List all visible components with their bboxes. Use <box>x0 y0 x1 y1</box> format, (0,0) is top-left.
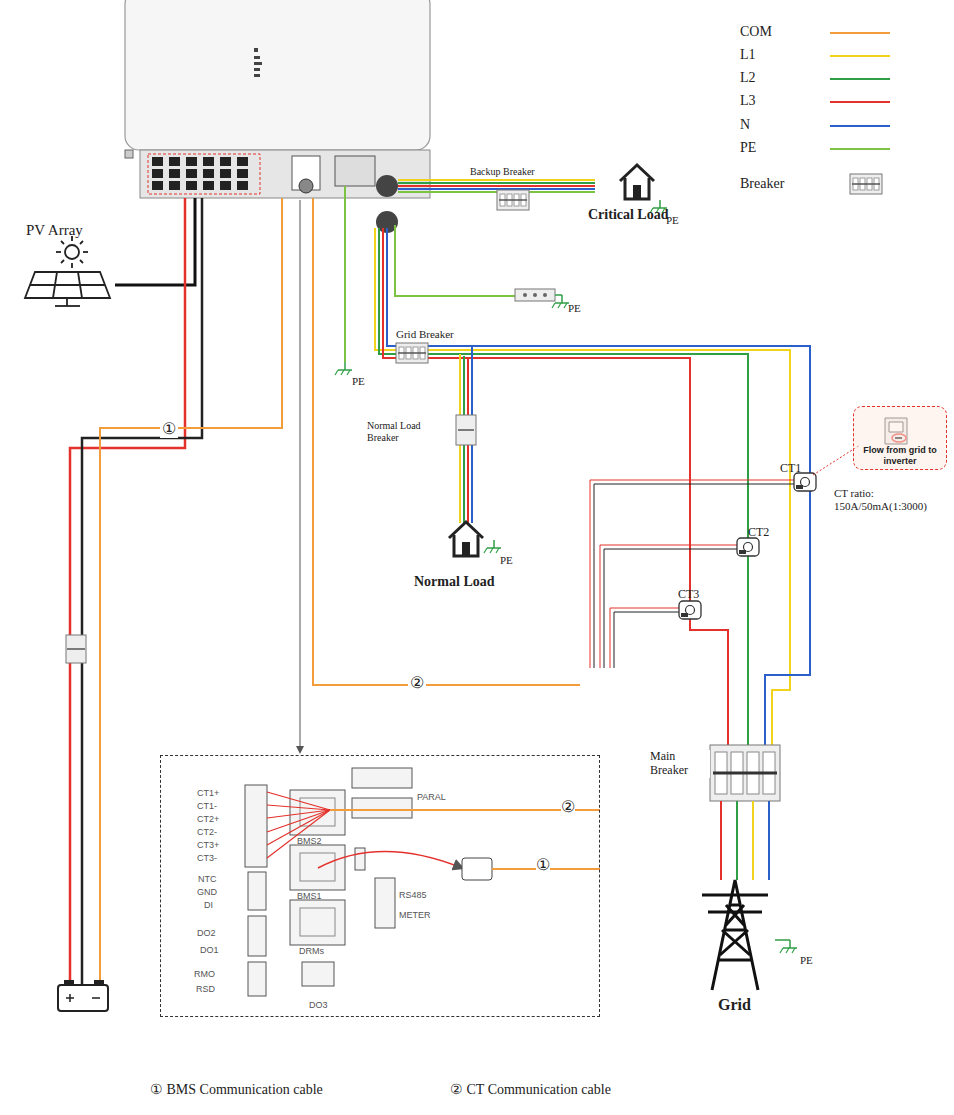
pv-connector <box>203 157 214 166</box>
pv-connector <box>186 181 197 190</box>
pin-name: NTC <box>198 875 217 884</box>
part-label: Normal Load <box>414 574 495 590</box>
part-label: ② CT Communication cable <box>450 1082 611 1098</box>
pin-name: CT2+ <box>197 815 219 824</box>
part-label: PE <box>352 375 365 388</box>
callout-number: ① <box>536 857 550 873</box>
part-label: CT2 <box>748 526 769 540</box>
pin-name: DO1 <box>200 946 219 955</box>
pin-name: DI <box>204 901 213 910</box>
part-label: PE <box>568 302 581 315</box>
legend-swatch <box>830 78 890 80</box>
part-label: Backup Breaker <box>470 166 535 178</box>
pin-name: CT3- <box>197 854 217 863</box>
legend-swatch <box>830 125 890 127</box>
legend-swatch <box>830 148 890 150</box>
part-label: Grid <box>718 996 751 1014</box>
pin-name: BMS1 <box>297 892 322 901</box>
legend-text: Breaker <box>740 176 784 192</box>
pv-connector <box>237 169 248 178</box>
pin-name: GND <box>197 888 217 897</box>
legend-swatch <box>830 101 890 103</box>
pv-connector <box>220 157 231 166</box>
pin-name: RMO <box>194 970 215 979</box>
part-label: ① BMS Communication cable <box>150 1082 323 1098</box>
part-label: PE <box>666 214 679 227</box>
part-label: PV Array <box>26 222 83 239</box>
pv-connector <box>220 169 231 178</box>
pv-connector <box>203 169 214 178</box>
detail-panel: CT1+ CT1- CT2+ CT2- CT3+ CT3- NTC GND DI DO2DO1RM… <box>160 755 600 1017</box>
part-label: CT3 <box>678 588 699 602</box>
pv-connector <box>169 169 180 178</box>
pin-name: CT2- <box>197 828 217 837</box>
pin-name: RS485 <box>399 891 427 900</box>
pv-connector <box>220 181 231 190</box>
pv-connector <box>152 181 163 190</box>
pin-name: CT3+ <box>197 841 219 850</box>
pin-name: DO2 <box>197 929 216 938</box>
pv-connector <box>152 169 163 178</box>
part-label: CT1 <box>780 462 801 476</box>
legend-text: L2 <box>740 70 756 86</box>
legend-swatch <box>830 32 890 34</box>
pv-connector <box>152 157 163 166</box>
callout-box: Flow from grid to inverter <box>853 406 947 470</box>
pin-name: CT1- <box>197 802 217 811</box>
legend-text: N <box>740 117 750 133</box>
part-label: Critical Load <box>588 207 669 223</box>
pv-connector <box>186 169 197 178</box>
pin-name: CT1+ <box>197 789 219 798</box>
part-label: ② <box>408 674 426 692</box>
legend-text: L1 <box>740 47 756 63</box>
pv-connector <box>237 181 248 190</box>
pv-connector <box>169 157 180 166</box>
pin-name: RSD <box>196 985 215 994</box>
part-label: Grid Breaker <box>396 328 454 341</box>
pv-connector <box>169 181 180 190</box>
part-label: Main Breaker <box>648 750 710 778</box>
legend-text: L3 <box>740 93 756 109</box>
pv-connector <box>186 157 197 166</box>
pin-name: PARAL <box>417 793 446 802</box>
pv-connector <box>237 157 248 166</box>
callout-text: Flow from grid to inverter <box>854 445 946 466</box>
part-label: ① <box>160 420 178 438</box>
legend-swatch <box>830 55 890 57</box>
pin-name: DRMs <box>299 947 324 956</box>
part-label: CT ratio: 150A/50mA(1:3000) <box>834 487 954 512</box>
part-label: Normal Load Breaker <box>365 420 439 443</box>
legend-text: COM <box>740 24 772 40</box>
pin-name: DO3 <box>309 1001 328 1010</box>
legend-text: PE <box>740 140 756 156</box>
pv-connector <box>203 181 214 190</box>
part-label: PE <box>500 554 513 567</box>
callout-number: ② <box>561 799 575 815</box>
pin-name: BMS2 <box>297 837 322 846</box>
pin-name: METER <box>399 911 431 920</box>
part-label: PE <box>800 954 813 967</box>
